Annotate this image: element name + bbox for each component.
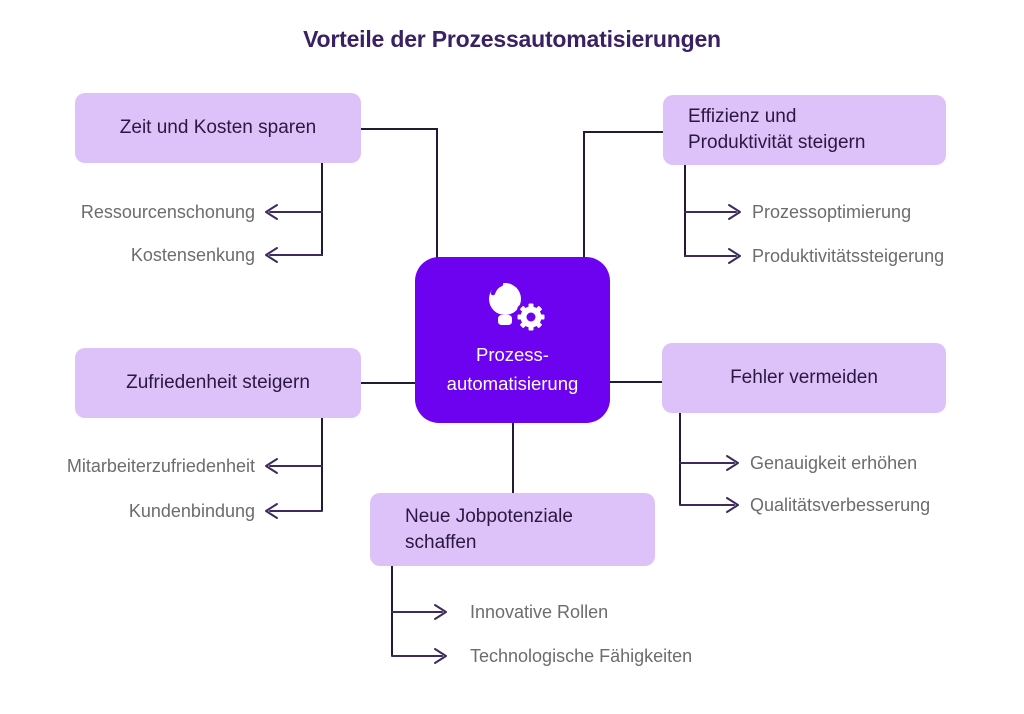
node-zeit-und-kosten-sparen: Zeit und Kosten sparen bbox=[75, 93, 361, 163]
arrow-left-icon bbox=[265, 247, 278, 263]
sub-item-label: Genauigkeit erhöhen bbox=[750, 453, 918, 473]
node-label: Produktivität steigern bbox=[688, 132, 866, 153]
sub-item-label: Kostensenkung bbox=[130, 245, 255, 265]
node-label: Zufriedenheit steigern bbox=[126, 372, 310, 394]
arrow-right-icon bbox=[728, 204, 741, 220]
sub-item-label: Kundenbindung bbox=[128, 501, 255, 521]
node-zufriedenheit-steigern: Zufriedenheit steigern bbox=[75, 348, 361, 418]
node-label: schaffen bbox=[405, 531, 477, 553]
node-label: Zeit und Kosten sparen bbox=[119, 117, 317, 139]
arrow-right-icon bbox=[434, 648, 447, 664]
node-effizienz-produktivitaet: Effizienz und Produktivität steigern bbox=[663, 95, 946, 165]
node-label: Neue Jobpotenziale bbox=[405, 505, 573, 527]
arrow-left-icon bbox=[265, 204, 278, 220]
arrowheads-group bbox=[265, 204, 741, 664]
lightbulb-gear-icon bbox=[488, 281, 547, 334]
sub-item-label: Ressourcenschonung bbox=[80, 202, 255, 222]
sub-item-label: Produktivitätssteigerung bbox=[752, 246, 945, 266]
sub-item-label: Innovative Rollen bbox=[470, 602, 609, 622]
node-neue-jobpotenziale: Neue Jobpotenziale schaffen bbox=[370, 493, 655, 566]
arrow-left-icon bbox=[265, 503, 278, 519]
node-label: Fehler vermeiden bbox=[730, 367, 878, 389]
sub-item-label: Prozessoptimierung bbox=[752, 202, 912, 222]
center-node-prozessautomatisierung: Prozess- automatisierung bbox=[415, 257, 610, 423]
arrow-right-icon bbox=[728, 248, 741, 264]
center-node-label: Prozess- automatisierung bbox=[446, 344, 579, 394]
node-fehler-vermeiden: Fehler vermeiden bbox=[662, 343, 946, 413]
gear-icon bbox=[514, 300, 547, 334]
sub-item-label: Technologische Fähigkeiten bbox=[470, 646, 693, 666]
arrow-left-icon bbox=[265, 458, 278, 474]
arrow-right-icon bbox=[726, 497, 739, 513]
node-label: Effizienz und bbox=[688, 106, 797, 128]
arrow-right-icon bbox=[726, 455, 739, 471]
sub-item-label: Mitarbeiterzufriedenheit bbox=[66, 456, 255, 476]
arrow-right-icon bbox=[434, 604, 447, 620]
diagram-title: Vorteile der Prozessautomatisierungen bbox=[303, 26, 721, 52]
sub-item-label: Qualitätsverbesserung bbox=[750, 495, 931, 515]
